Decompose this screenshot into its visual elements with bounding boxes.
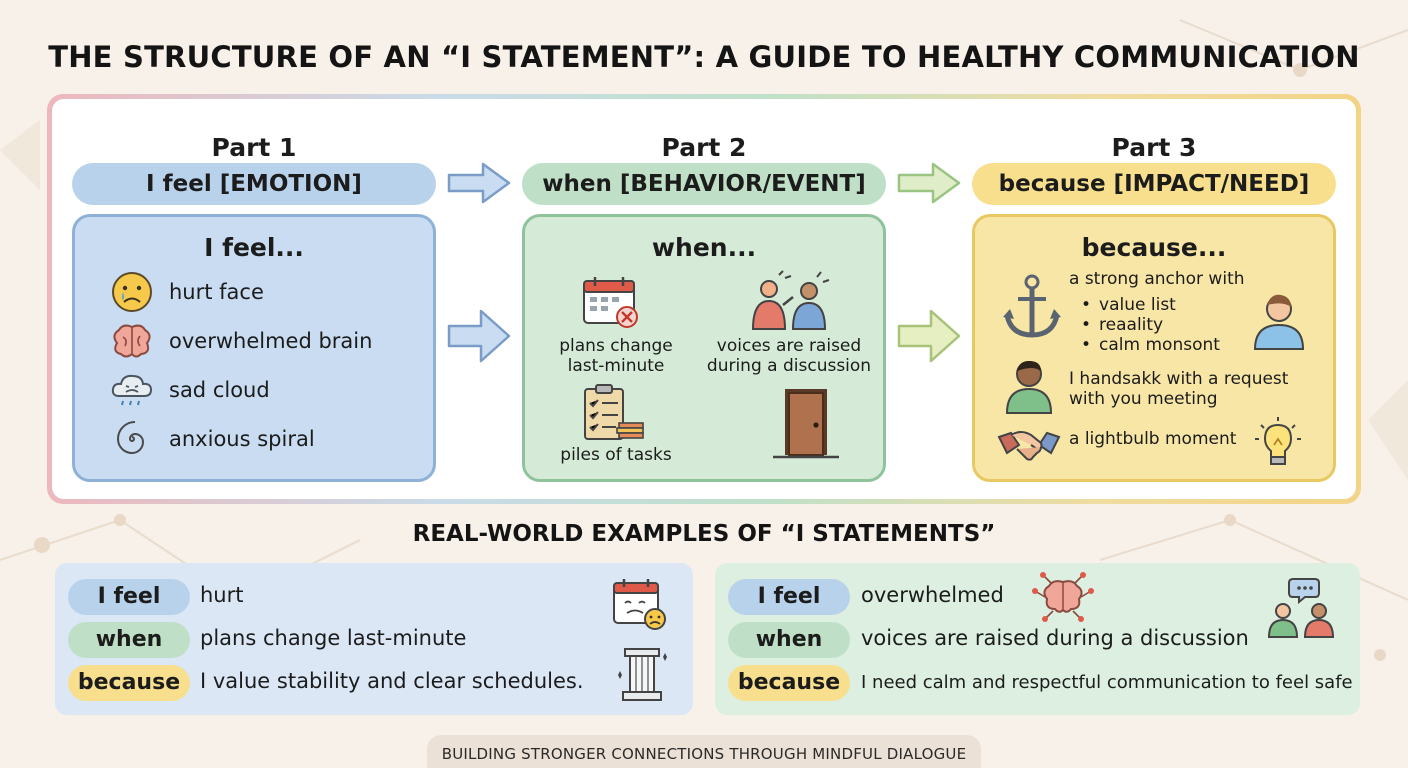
emotion-card-heading: I feel... bbox=[204, 233, 304, 262]
spiral-icon bbox=[109, 416, 155, 462]
people-talking-icon bbox=[1265, 575, 1337, 643]
tag-because: because bbox=[68, 665, 190, 701]
example-emotion-text: hurt bbox=[200, 583, 244, 607]
part-2-title: Part 2 bbox=[661, 133, 747, 162]
example-panel-2: I feel overwhelmed when voices are raise… bbox=[715, 563, 1360, 715]
page-title: THE STRUCTURE OF AN “I STATEMENT”: A GUI… bbox=[48, 40, 1360, 74]
emotion-label: anxious spiral bbox=[169, 427, 315, 451]
arrow-right-icon bbox=[897, 162, 961, 204]
value-bullet-list: value list reaality calm monsont bbox=[1081, 295, 1220, 355]
arrow-right-icon bbox=[897, 309, 961, 363]
emotion-item-overwhelmed: overwhelmed brain bbox=[109, 318, 372, 364]
arguing-people-icon bbox=[745, 269, 835, 337]
part-3-title: Part 3 bbox=[1111, 133, 1197, 162]
footer-banner: BUILDING STRONGER CONNECTIONS THROUGH MI… bbox=[427, 735, 981, 768]
sad-calendar-icon bbox=[611, 577, 669, 637]
bullet-item: calm monsont bbox=[1081, 335, 1220, 355]
brain-icon bbox=[109, 318, 155, 364]
emotion-item-sad: sad cloud bbox=[109, 367, 270, 413]
crying-face-icon bbox=[109, 269, 155, 315]
emotion-pill: I feel [EMOTION] bbox=[72, 163, 436, 205]
handshake-icon bbox=[997, 423, 1061, 473]
arrow-right-icon bbox=[447, 162, 511, 204]
behavior-card-heading: when... bbox=[651, 233, 757, 262]
person-icon bbox=[1003, 355, 1055, 419]
emotion-item-anxious: anxious spiral bbox=[109, 416, 315, 462]
bullet-item: value list bbox=[1081, 295, 1220, 315]
example-need-text: I need calm and respectful communication… bbox=[861, 672, 1353, 693]
emotion-label: hurt face bbox=[169, 280, 264, 304]
calendar-cancel-icon bbox=[581, 275, 641, 333]
lightbulb-icon bbox=[1253, 415, 1303, 473]
anchor-text: a strong anchor with bbox=[1069, 269, 1245, 289]
behavior-pill: when [BEHAVIOR/EVENT] bbox=[522, 163, 886, 205]
emotion-card: I feel... hurt face overwhelmed brain sa… bbox=[72, 214, 436, 482]
pillar-icon bbox=[615, 645, 669, 707]
example-behavior-text: plans change last-minute bbox=[200, 626, 467, 650]
example-emotion-text: overwhelmed bbox=[861, 583, 1004, 607]
examples-title: REAL-WORLD EXAMPLES OF “I STATEMENTS” bbox=[412, 521, 996, 547]
lightbulb-text: a lightbulb moment bbox=[1069, 429, 1237, 449]
anchor-icon bbox=[1001, 273, 1063, 347]
emotion-label: sad cloud bbox=[169, 378, 270, 402]
person-icon bbox=[1251, 289, 1307, 355]
tag-when: when bbox=[728, 622, 850, 658]
emotion-item-hurt: hurt face bbox=[109, 269, 264, 315]
structure-frame: Part 1 I feel [EMOTION] I feel... hurt f… bbox=[47, 94, 1361, 504]
need-card-heading: because... bbox=[1081, 233, 1227, 262]
tag-because: because bbox=[728, 665, 850, 701]
tag-when: when bbox=[68, 622, 190, 658]
need-pill: because [IMPACT/NEED] bbox=[972, 163, 1336, 205]
example-need-text: I value stability and clear schedules. bbox=[200, 669, 584, 693]
bullet-item: reaality bbox=[1081, 315, 1220, 335]
example-panel-1: I feel hurt when plans change last-minut… bbox=[55, 563, 693, 715]
need-card: because... a strong anchor with value li… bbox=[972, 214, 1336, 482]
tag-i-feel: I feel bbox=[68, 579, 190, 615]
emotion-label: overwhelmed brain bbox=[169, 329, 373, 353]
brain-network-icon bbox=[1031, 571, 1095, 627]
part-1-title: Part 1 bbox=[211, 133, 297, 162]
arrow-right-icon bbox=[447, 309, 511, 363]
sad-cloud-icon bbox=[109, 367, 155, 413]
example-behavior-text: voices are raised during a discussion bbox=[861, 626, 1249, 650]
door-icon bbox=[771, 387, 841, 465]
tag-i-feel: I feel bbox=[728, 579, 850, 615]
behavior-item-tasks: piles of tasks bbox=[560, 445, 672, 465]
task-clipboard-icon bbox=[581, 383, 647, 447]
